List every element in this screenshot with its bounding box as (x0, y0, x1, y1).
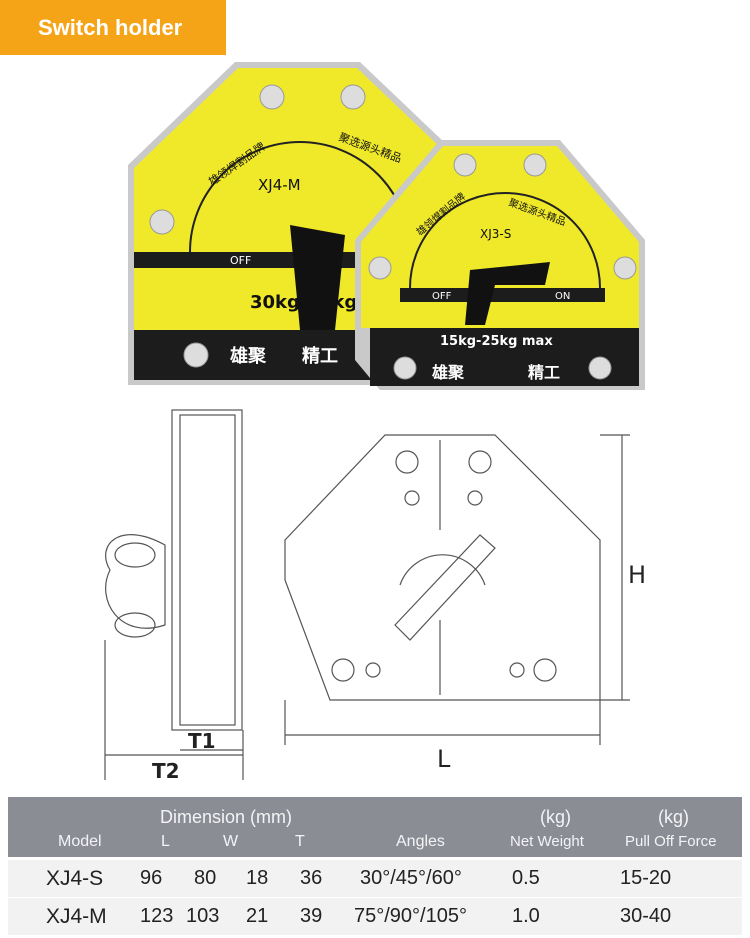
small-brand: 雄聚 (431, 363, 465, 382)
cell-t1: 18 (246, 867, 269, 889)
cell-w: 103 (186, 905, 220, 927)
header-force-unit: (kg) (658, 807, 689, 827)
header-model: Model (58, 833, 102, 850)
section-banner: Switch holder (0, 0, 226, 55)
side-view-drawing (104, 409, 244, 780)
cell-angles: 75°/90°/105° (354, 905, 467, 927)
table-header: Dimension (mm) Model L W T Angles (kg) N… (8, 797, 742, 857)
small-model-label: XJ3-S (480, 227, 511, 241)
cell-w: 80 (194, 867, 217, 889)
small-magnet-holder: 雄领焊割品牌 聚选源头精品 XJ3-S OFF ON 15kg-25kg max… (355, 140, 645, 390)
l-label: L (437, 745, 451, 773)
cell-angles: 30°/45°/60° (360, 867, 462, 889)
h-label: H (628, 561, 646, 589)
small-on-label: ON (555, 291, 570, 302)
small-brand2: 精工 (528, 363, 560, 382)
header-angles: Angles (396, 833, 445, 850)
large-model-label: XJ4-M (258, 176, 301, 194)
cell-force: 15-20 (620, 867, 672, 889)
header-weight-unit: (kg) (540, 807, 571, 827)
t1-label: T1 (188, 729, 216, 753)
header-net-weight: Net Weight (510, 833, 584, 850)
cell-t2: 39 (300, 905, 323, 927)
small-switch-handle (465, 262, 550, 325)
header-w: W (223, 833, 239, 850)
large-off-label: OFF (230, 254, 251, 267)
front-view-drawing (284, 434, 630, 745)
cell-model: XJ4-S (46, 867, 104, 890)
large-force-label: 30kg-50kg (250, 292, 357, 313)
cell-weight: 0.5 (512, 867, 540, 889)
cell-weight: 1.0 (512, 905, 540, 927)
table-row: XJ4-M 123 103 21 39 75°/90°/105° 1.0 30-… (8, 898, 742, 935)
dimension-header: Dimension (mm) (160, 807, 293, 827)
product-illustration: 雄领焊割品牌 聚选源头精品 XJ4-M OFF 30kg-50kg 雄聚 精工 … (104, 62, 646, 783)
large-switch-handle (290, 225, 345, 330)
small-force-label: 15kg-25kg max (440, 334, 553, 349)
header-l: L (161, 833, 170, 850)
large-brand2: 精工 (302, 345, 338, 367)
cell-force: 30-40 (620, 905, 672, 927)
spec-table: Dimension (mm) Model L W T Angles (kg) N… (8, 797, 742, 938)
cell-t2: 36 (300, 867, 323, 889)
header-t: T (295, 833, 305, 850)
header-pull-off-force: Pull Off Force (625, 833, 717, 850)
small-off-label: OFF (432, 291, 452, 302)
table-row: XJ4-S 96 80 18 36 30°/45°/60° 0.5 15-20 (8, 860, 742, 897)
cell-t1: 21 (246, 905, 269, 927)
t2-label: T2 (152, 759, 180, 783)
cell-l: 96 (140, 867, 163, 889)
cell-model: XJ4-M (46, 905, 107, 928)
cell-l: 123 (140, 905, 174, 927)
large-brand: 雄聚 (229, 345, 267, 367)
